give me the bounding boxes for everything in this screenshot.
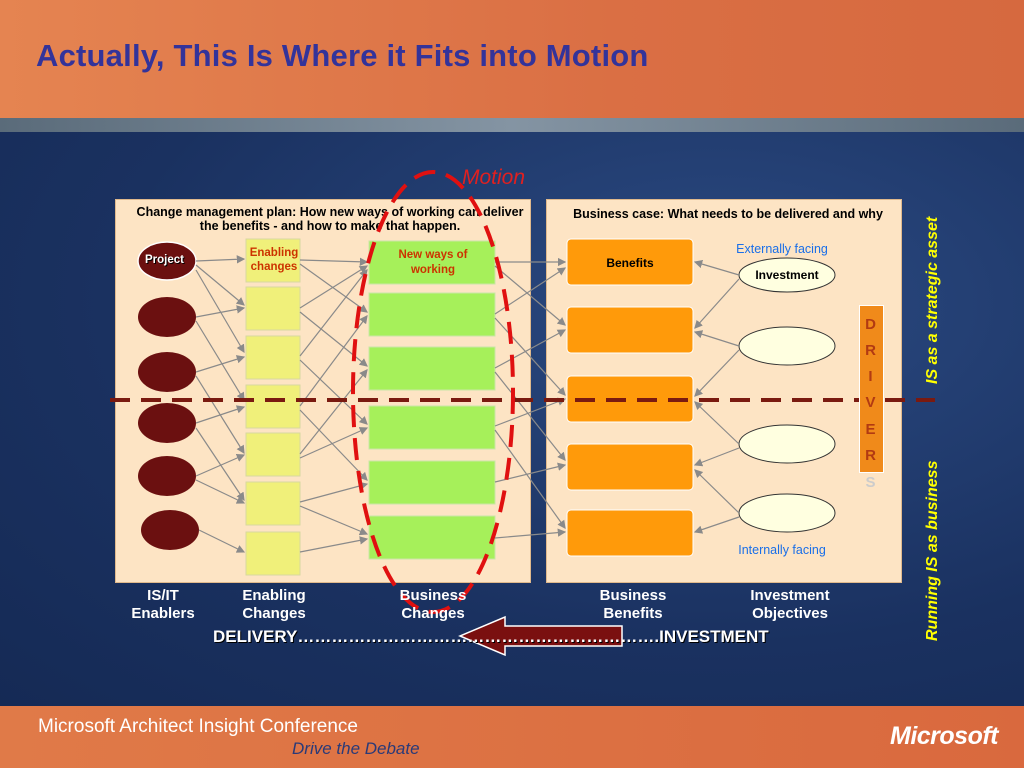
motion-ellipse: [351, 170, 515, 614]
drivers-letter: E: [865, 421, 876, 438]
conference-name: Microsoft Architect Insight Conference: [38, 716, 358, 737]
vertical-strategic-asset: IS as a strategic asset: [924, 216, 941, 384]
enabling-box: [245, 481, 301, 526]
drivers-letter: V: [865, 394, 876, 411]
enabling-box: [245, 384, 301, 429]
drivers-letter: D: [865, 316, 876, 333]
enabler-circle: [138, 403, 196, 443]
externally-facing-label: Externally facing: [736, 242, 828, 256]
business-change-boxes: [368, 240, 496, 560]
header-stripe: [0, 118, 1024, 132]
new-ways-box-label: New ways of working: [398, 249, 468, 276]
investment-ellipse: [738, 424, 836, 464]
enabling-change-boxes: [245, 238, 301, 576]
change-plan-caption: Change management plan: How new ways of …: [136, 205, 524, 233]
drivers-letter: R: [865, 447, 876, 464]
page-title: Actually, This Is Where it Fits into Mot…: [36, 38, 649, 73]
enabling-changes-box-label: Enabling changes: [249, 247, 299, 273]
enabling-box: [245, 238, 301, 283]
benefit-box: [566, 443, 694, 491]
new-ways-box: [368, 240, 496, 285]
drivers-letter: I: [868, 368, 873, 385]
investment-ellipse: [738, 326, 836, 366]
enabling-box: [245, 531, 301, 576]
business-case-caption: Business case: What needs to be delivere…: [573, 207, 883, 221]
new-ways-box: [368, 405, 496, 450]
business-changes-label: Business Changes: [399, 587, 467, 622]
vertical-running-business: Running IS as business: [924, 460, 941, 641]
investment-objectives-label: Investment Objectives: [750, 587, 830, 622]
enabling-box: [245, 432, 301, 477]
enabler-circle: [138, 297, 196, 337]
enabler-circle: [138, 456, 196, 496]
benefit-box: [566, 375, 694, 423]
footer-bar: [0, 706, 1024, 768]
new-ways-box: [368, 515, 496, 560]
new-ways-box: [368, 292, 496, 337]
new-ways-box: [368, 460, 496, 505]
benefit-box: [566, 306, 694, 354]
motion-label: Motion: [462, 166, 526, 189]
benefits-box-label: Benefits: [606, 256, 654, 270]
project-label: Project: [145, 254, 184, 266]
enabling-box: [245, 286, 301, 331]
internally-facing-label: Internally facing: [738, 543, 826, 557]
drivers-bar: [859, 305, 884, 473]
enabler-circle: [138, 352, 196, 392]
enabling-box: [245, 335, 301, 380]
investment-ellipses: [738, 257, 836, 533]
drivers-letter: S: [865, 474, 876, 491]
connector-arrows: [195, 255, 740, 553]
microsoft-logo: Microsoft: [890, 722, 999, 750]
enabling-changes-label: Enabling Changes: [242, 587, 306, 622]
tagline: Drive the Debate: [292, 739, 420, 758]
drivers-letter: R: [865, 342, 876, 359]
investment-ellipse: [738, 493, 836, 533]
delivery-investment-label: DELIVERY……………………………………………………….INVESTMENT: [213, 627, 769, 646]
delivery-arrow: [458, 615, 623, 657]
benefit-box: [566, 238, 694, 286]
benefit-boxes: [566, 238, 694, 557]
investment-box-label: Investment: [755, 268, 819, 282]
benefit-box: [566, 509, 694, 557]
is-it-enablers-label: IS/IT Enablers: [131, 587, 195, 622]
new-ways-box: [368, 346, 496, 391]
enabler-circles: [137, 241, 199, 550]
business-benefits-label: Business Benefits: [599, 587, 667, 622]
enabler-circle: [141, 510, 199, 550]
title-bar: [0, 0, 1024, 118]
